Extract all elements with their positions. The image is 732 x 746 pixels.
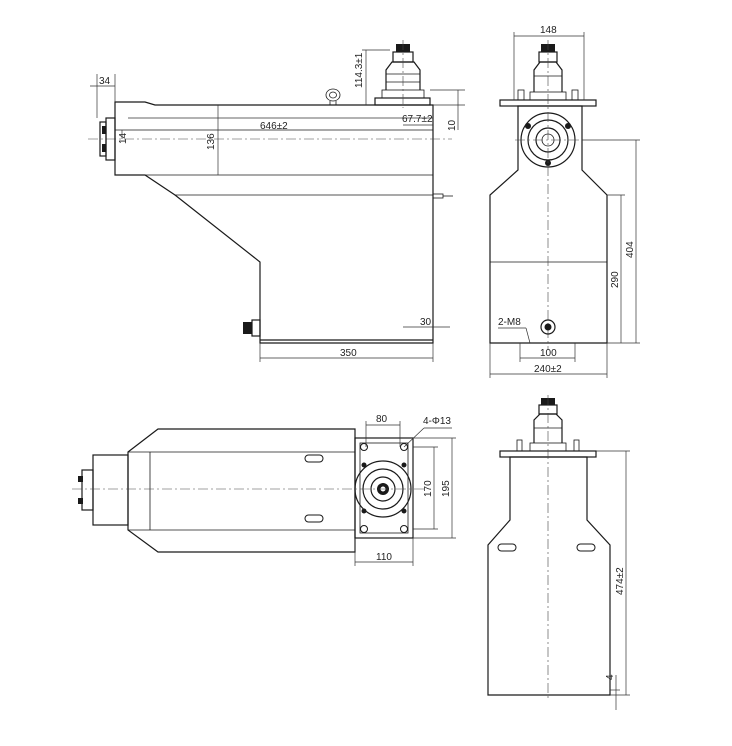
top-view: 80 4-Φ13 170 195 110: [72, 414, 456, 566]
dim-100: 100: [540, 348, 557, 359]
dim-10: 10: [447, 119, 458, 131]
dim-148: 148: [540, 25, 557, 36]
front-view: 34 646±2 136 14 114.3±1 67.7±2 10 30 350: [88, 40, 465, 362]
side-view: 148 404 290 2-M8 100 240±2: [489, 25, 640, 378]
dim-34: 34: [99, 76, 111, 87]
dim-646: 646±2: [260, 121, 288, 132]
dim-240: 240±2: [534, 364, 562, 375]
dim-136: 136: [206, 133, 217, 150]
rear-view: 474±2 4: [487, 395, 630, 710]
dim-404: 404: [625, 241, 636, 258]
label-4-d13: 4-Φ13: [423, 416, 451, 427]
dim-290: 290: [610, 271, 621, 288]
label-2-m8: 2-M8: [498, 317, 521, 328]
dim-67-7: 67.7±2: [402, 114, 433, 125]
dim-80: 80: [376, 414, 388, 425]
dim-195: 195: [441, 480, 452, 497]
dim-474: 474±2: [615, 567, 626, 595]
dim-110: 110: [376, 552, 392, 563]
dim-350: 350: [340, 348, 357, 359]
dim-170: 170: [423, 480, 434, 497]
dim-4: 4: [605, 674, 616, 680]
dim-30: 30: [420, 317, 432, 328]
dim-14: 14: [118, 132, 129, 144]
dim-114-3: 114.3±1: [354, 52, 365, 88]
